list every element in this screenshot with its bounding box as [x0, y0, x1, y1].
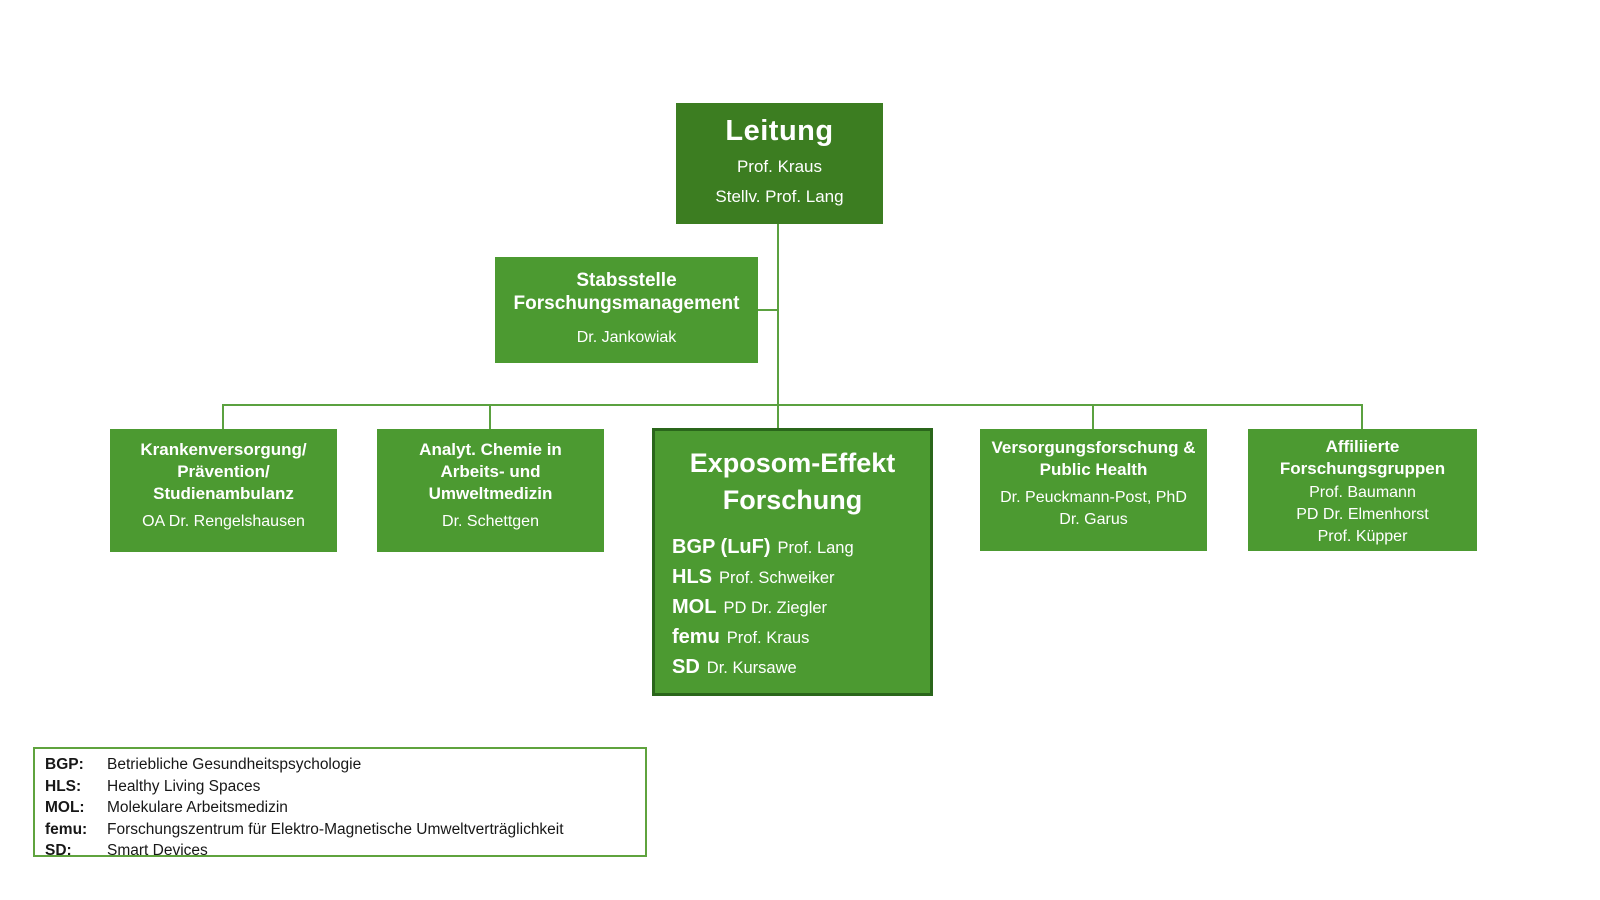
group-lead: Prof. Schweiker: [719, 569, 835, 587]
department-box-affiliierte-gruppen: Affiliierte Forschungsgruppen Prof. Baum…: [1248, 429, 1477, 551]
group-acronym: SD: [672, 656, 700, 678]
legend-row: BGP: Betriebliche Gesundheitspsychologie: [45, 754, 645, 776]
legend-abbr: BGP:: [45, 756, 84, 773]
exposome-title: Exposom-Effekt Forschung: [689, 448, 896, 515]
department-title: Versorgungsforschung & Public Health: [991, 438, 1196, 479]
connector-horizontal-rail: [222, 404, 1363, 406]
connector-stub-dept2: [1092, 404, 1094, 430]
department-members: Dr. Schettgen: [442, 513, 539, 530]
legend-row: HLS: Healthy Living Spaces: [45, 776, 645, 798]
department-box-analyt-chemie: Analyt. Chemie in Arbeits- und Umweltmed…: [377, 429, 604, 552]
exposome-group-row: MOL PD Dr. Ziegler: [672, 593, 930, 623]
group-lead: Dr. Kursawe: [706, 659, 797, 677]
leadership-box: Leitung Prof. Kraus Stellv. Prof. Lang: [676, 103, 883, 224]
staff-unit-box: Stabsstelle Forschungsmanagement Dr. Jan…: [495, 257, 758, 363]
connector-staff-stub: [758, 309, 777, 311]
department-members: OA Dr. Rengelshausen: [142, 513, 305, 530]
legend-row: femu: Forschungszentrum für Elektro-Magn…: [45, 819, 645, 841]
connector-stub-dept0: [222, 404, 224, 430]
group-lead: Prof. Kraus: [726, 629, 810, 647]
department-title: Krankenversorgung/ Prävention/ Studienam…: [140, 440, 307, 503]
exposome-group-row: BGP (LuF) Prof. Lang: [672, 533, 930, 563]
legend-abbr: femu:: [45, 820, 88, 838]
department-members: Dr. Peuckmann-Post, PhD Dr. Garus: [1000, 489, 1187, 528]
legend-definition: Forschungszentrum für Elektro-Magnetisch…: [107, 820, 564, 838]
legend-definition: Healthy Living Spaces: [107, 777, 261, 795]
group-acronym: HLS: [672, 566, 712, 588]
legend-definition: Smart Devices: [107, 842, 208, 859]
department-box-krankenversorgung: Krankenversorgung/ Prävention/ Studienam…: [110, 429, 337, 552]
leadership-title: Leitung: [725, 115, 834, 147]
department-box-versorgungsforschung: Versorgungsforschung & Public Health Dr.…: [980, 429, 1207, 551]
group-acronym: BGP (LuF): [672, 536, 771, 558]
legend-abbr: SD:: [45, 842, 72, 859]
group-acronym: MOL: [672, 596, 717, 618]
department-title: Affiliierte Forschungsgruppen: [1279, 437, 1446, 478]
leadership-members: Prof. Kraus Stellv. Prof. Lang: [715, 157, 844, 206]
legend-row: MOL: Molekulare Arbeitsmedizin: [45, 797, 645, 819]
abbreviation-legend: BGP: Betriebliche Gesundheitspsychologie…: [33, 747, 647, 859]
connector-leadership-vertical: [777, 224, 779, 428]
exposome-group-row: femu Prof. Kraus: [672, 623, 930, 653]
legend-definition: Molekulare Arbeitsmedizin: [107, 799, 288, 816]
legend-row: SD: Smart Devices: [45, 840, 645, 862]
legend-abbr: MOL:: [45, 799, 85, 816]
legend-abbr: HLS:: [45, 777, 82, 795]
connector-stub-dept1: [489, 404, 491, 430]
group-lead: Prof. Lang: [777, 539, 854, 557]
exposome-group-list: BGP (LuF) Prof. Lang HLS Prof. Schweiker M…: [655, 533, 930, 683]
group-acronym: femu: [672, 626, 720, 648]
legend-definition: Betriebliche Gesundheitspsychologie: [107, 756, 362, 773]
connector-stub-dept3: [1361, 404, 1363, 430]
department-title: Analyt. Chemie in Arbeits- und Umweltmed…: [419, 440, 562, 503]
department-members: Prof. Baumann PD Dr. Elmenhorst Prof. Kü…: [1296, 484, 1429, 545]
group-lead: PD Dr. Ziegler: [723, 599, 828, 617]
exposome-group-row: SD Dr. Kursawe: [672, 653, 930, 683]
exposome-group-row: HLS Prof. Schweiker: [672, 563, 930, 593]
staff-unit-members: Dr. Jankowiak: [576, 329, 677, 346]
staff-unit-title: Stabsstelle Forschungsmanagement: [513, 270, 740, 314]
exposome-research-box: Exposom-Effekt Forschung BGP (LuF) Prof. …: [652, 428, 933, 696]
